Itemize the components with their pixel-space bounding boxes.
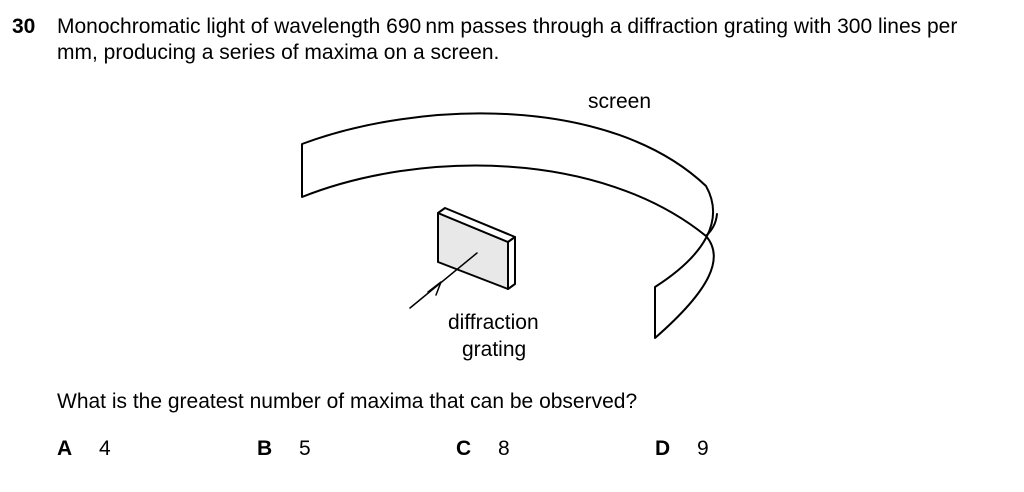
option-b-value: 5 xyxy=(299,437,311,460)
screen-band xyxy=(301,112,715,339)
grating-side-face xyxy=(507,236,516,290)
option-d-value: 9 xyxy=(697,437,709,460)
option-d-letter: D xyxy=(655,437,671,460)
option-c-value: 8 xyxy=(498,437,510,460)
option-c-letter: C xyxy=(456,437,472,460)
question-stem: Monochromatic light of wavelength 690 nm… xyxy=(57,14,1017,66)
question-stem-line-1: Monochromatic light of wavelength 690 nm… xyxy=(57,15,958,38)
question-number: 30 xyxy=(12,15,36,38)
grating-label-line-1: diffraction xyxy=(448,311,539,334)
question-prompt: What is the greatest number of maxima th… xyxy=(57,390,638,413)
option-a-value: 4 xyxy=(99,437,111,460)
grating-label-line-2: grating xyxy=(462,338,526,361)
question-stem-line-2: mm, producing a series of maxima on a sc… xyxy=(57,41,500,64)
light-ray xyxy=(409,252,478,309)
screen-label: screen xyxy=(588,90,651,113)
light-ray-arrowhead xyxy=(427,281,442,296)
option-b-letter: B xyxy=(257,437,273,460)
screen-fold-line xyxy=(705,213,718,237)
option-a-letter: A xyxy=(57,437,73,460)
